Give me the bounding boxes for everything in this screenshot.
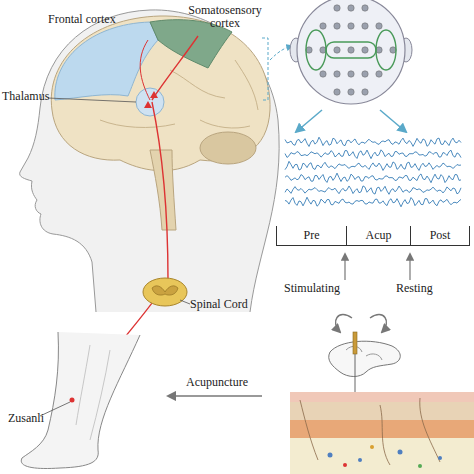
- segment-label: Acup: [347, 226, 410, 243]
- head-profile: [20, 10, 279, 312]
- eeg-trace: [285, 186, 461, 194]
- spinal-cord-section: [143, 278, 187, 306]
- cerebellum: [200, 132, 256, 164]
- hand: [329, 341, 401, 376]
- rotation-arrow: [370, 315, 386, 332]
- arrow: [168, 395, 262, 397]
- epidermis: [290, 392, 474, 402]
- label: Somatosensory cortex: [182, 4, 268, 30]
- electrode: [390, 47, 396, 53]
- thalamus-body: [136, 88, 164, 116]
- electrode: [362, 71, 368, 77]
- timeline-segment: Pre: [276, 226, 346, 246]
- electrode: [320, 71, 326, 77]
- brain: [51, 16, 270, 171]
- leg-muscle: [76, 345, 110, 440]
- label-leader: [48, 98, 136, 102]
- rotation-arrow: [336, 315, 352, 332]
- electrode: [362, 89, 368, 95]
- electrode: [376, 71, 382, 77]
- arrow: [344, 254, 345, 280]
- roi-outline: [326, 42, 376, 58]
- needle-handle: [353, 332, 357, 354]
- eeg-trace: [285, 173, 461, 183]
- arrow: [296, 110, 322, 132]
- eeg-trace: [285, 197, 461, 207]
- electrode: [348, 89, 354, 95]
- electrode: [348, 47, 354, 53]
- segment-label: Post: [411, 226, 469, 243]
- electrode: [348, 5, 354, 11]
- electrodes: [306, 5, 396, 95]
- roi-outline: [376, 30, 396, 70]
- electrode: [320, 23, 326, 29]
- leg-outline: [21, 332, 140, 469]
- label: Acupuncture: [186, 376, 266, 389]
- timeline-segment: Acup: [346, 226, 410, 246]
- arrow: [409, 254, 410, 280]
- roi-outline: [306, 30, 326, 70]
- acupoint: [70, 398, 75, 403]
- electrode: [348, 71, 354, 77]
- electrode: [376, 23, 382, 29]
- cells: [328, 445, 443, 468]
- eeg-trace: [285, 161, 461, 170]
- eeg-traces: [285, 137, 461, 207]
- electrode: [334, 23, 340, 29]
- electrode: [362, 23, 368, 29]
- electrode: [320, 47, 326, 53]
- nerve-pathway-2: [140, 40, 150, 100]
- electrode: [362, 47, 368, 53]
- electrode: [376, 47, 382, 53]
- electrode: [334, 89, 340, 95]
- electrode: [306, 47, 312, 53]
- label-leader: [180, 300, 190, 304]
- label: Resting: [396, 282, 466, 295]
- muscle-layer: [290, 438, 474, 474]
- electrode: [334, 5, 340, 11]
- eeg-cap: [297, 0, 405, 104]
- timeline-segment: Post: [410, 226, 470, 246]
- electrode: [348, 23, 354, 29]
- segment-label: Pre: [277, 226, 346, 243]
- label: Stimulating: [284, 282, 364, 295]
- cortex-folds: [100, 60, 258, 128]
- electrode: [362, 5, 368, 11]
- frontal-cortex-region: [55, 22, 158, 100]
- skin-detail: [300, 398, 440, 465]
- arrow: [380, 110, 406, 132]
- grey-matter: [152, 286, 178, 295]
- label: Frontal cortex: [48, 13, 148, 26]
- label: Spinal Cord: [190, 298, 270, 311]
- electrode: [334, 71, 340, 77]
- finger: [346, 346, 382, 360]
- eeg-trace: [285, 137, 461, 146]
- label: Zusanli: [8, 412, 68, 425]
- label-leader: [40, 402, 70, 416]
- eeg-trace: [285, 150, 461, 159]
- dashed-arrow: [270, 46, 292, 60]
- brain-stem: [150, 150, 176, 230]
- electrode: [334, 47, 340, 53]
- bracket: [262, 38, 268, 100]
- label: Thalamus: [2, 90, 62, 103]
